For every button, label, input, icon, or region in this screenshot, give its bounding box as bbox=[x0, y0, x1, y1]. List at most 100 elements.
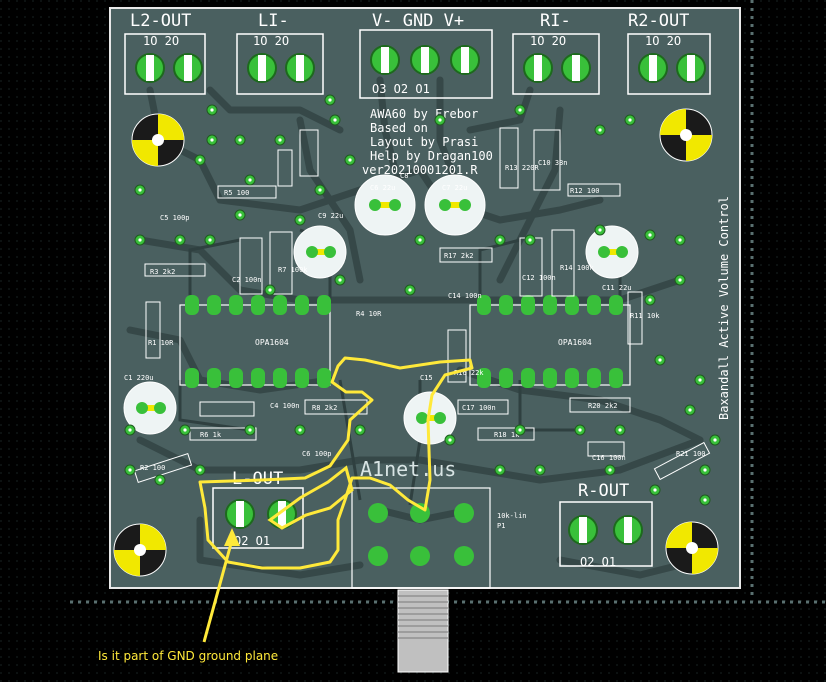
via-hole bbox=[648, 298, 652, 302]
via-hole bbox=[648, 233, 652, 237]
via-hole bbox=[538, 468, 542, 472]
label-c17: C17 100n bbox=[462, 404, 496, 412]
connector-pins: 1O 2O bbox=[143, 34, 179, 48]
label-r5: R5 100 bbox=[224, 189, 249, 197]
ic-pad bbox=[543, 295, 557, 315]
via-hole bbox=[698, 378, 702, 382]
via-hole bbox=[703, 468, 707, 472]
via-hole bbox=[128, 468, 132, 472]
ic-pad bbox=[185, 295, 199, 315]
connector-r-out[interactable]: R-OUT O2 O1 bbox=[559, 481, 653, 569]
title-line-1: AWA60 by Frebor bbox=[370, 107, 478, 121]
ic-pad bbox=[251, 295, 265, 315]
label-r13: R13 220R bbox=[505, 164, 540, 172]
via-hole bbox=[498, 468, 502, 472]
label-r6: R6 1k bbox=[200, 431, 222, 439]
label-r20: R20 2k2 bbox=[588, 402, 618, 410]
via-hole bbox=[183, 428, 187, 432]
label-r18: R18 1k bbox=[494, 431, 520, 439]
label-r8: R8 2k2 bbox=[312, 404, 337, 412]
ic-pad bbox=[609, 368, 623, 388]
via-hole bbox=[138, 188, 142, 192]
connector-label: V- GND V+ bbox=[372, 11, 464, 31]
via-hole bbox=[248, 178, 252, 182]
via-hole bbox=[298, 218, 302, 222]
ic-pads bbox=[185, 295, 623, 388]
ic-pad bbox=[587, 295, 601, 315]
connector-l-out[interactable]: L-OUT O2 O1 bbox=[212, 469, 304, 549]
mounting-hole-top-left bbox=[131, 113, 185, 167]
via-hole bbox=[348, 158, 352, 162]
via-hole bbox=[653, 488, 657, 492]
via-hole bbox=[268, 288, 272, 292]
connector-l2-out[interactable]: L2-OUT 1O 2O bbox=[124, 11, 206, 95]
connector-pins: O3 O2 O1 bbox=[372, 82, 430, 96]
opamp-label: OPA1604 bbox=[558, 338, 592, 347]
capacitor-c9 bbox=[293, 225, 347, 279]
connector-pins: 1O 2O bbox=[530, 34, 566, 48]
label-r2: R2 100 bbox=[140, 464, 165, 472]
label-c4: C4 100n bbox=[270, 402, 300, 410]
label-c11: C11 22u bbox=[602, 284, 632, 292]
label-r7: R7 100k bbox=[278, 266, 308, 274]
label-r4: R4 10R bbox=[356, 310, 382, 318]
connector-label: RI- bbox=[540, 11, 571, 31]
via-hole bbox=[198, 468, 202, 472]
label-c7: C7 22u bbox=[442, 184, 467, 192]
via-hole bbox=[328, 98, 332, 102]
connector-ri[interactable]: RI- 1O 2O bbox=[512, 11, 600, 95]
via-hole bbox=[138, 238, 142, 242]
capacitor-c11 bbox=[585, 225, 639, 279]
via-hole bbox=[518, 428, 522, 432]
via-hole bbox=[333, 118, 337, 122]
component-labels: C5 100p R3 2k2 R5 100 R1 10R C1 220u R4 … bbox=[124, 159, 706, 472]
annotation-outline bbox=[198, 356, 474, 570]
opamp-label: OPA1604 bbox=[255, 338, 289, 347]
connector-label: R2-OUT bbox=[628, 11, 689, 31]
label-c9: C9 22u bbox=[318, 212, 343, 220]
ic-pad bbox=[543, 368, 557, 388]
ic-pad bbox=[273, 368, 287, 388]
annotation-question: Is it part of GND ground plane bbox=[98, 649, 278, 663]
via-hole bbox=[198, 158, 202, 162]
label-c6: C6 22u bbox=[370, 184, 395, 192]
vias bbox=[124, 94, 721, 506]
via-hole bbox=[358, 428, 362, 432]
via-hole bbox=[713, 438, 717, 442]
via-hole bbox=[408, 288, 412, 292]
ic-pad bbox=[565, 368, 579, 388]
connector-label: R-OUT bbox=[578, 481, 629, 501]
label-r17: R17 2k2 bbox=[444, 252, 474, 260]
via-hole bbox=[498, 238, 502, 242]
pot-ref: P1 bbox=[497, 522, 505, 530]
label-c6b: C6 100p bbox=[302, 450, 332, 458]
connector-r2-out[interactable]: R2-OUT 1O 2O bbox=[627, 11, 711, 95]
label-c15: C15 bbox=[420, 374, 433, 382]
potentiometer-p1[interactable]: 10k-lin P1 bbox=[351, 487, 527, 673]
via-hole bbox=[678, 278, 682, 282]
title-line-4: Help by Dragan100 bbox=[370, 149, 493, 163]
mounting-hole-bottom-right bbox=[665, 521, 719, 575]
via-hole bbox=[518, 108, 522, 112]
capacitor-c6 bbox=[354, 174, 416, 236]
via-hole bbox=[678, 238, 682, 242]
connector-power[interactable]: V- GND V+ O3 O2 O1 bbox=[359, 11, 493, 99]
label-r14: R14 100k bbox=[560, 264, 595, 272]
ic-pad bbox=[273, 295, 287, 315]
via-hole bbox=[210, 138, 214, 142]
ic-pad bbox=[229, 295, 243, 315]
ic-pad bbox=[477, 295, 491, 315]
label-c10: C10 33n bbox=[538, 159, 568, 167]
ic-pad bbox=[609, 295, 623, 315]
ic-pad bbox=[587, 368, 601, 388]
label-r16: R16 22k bbox=[454, 369, 484, 377]
ic-pad bbox=[477, 368, 491, 388]
title-line-3: Layout by Prasi bbox=[370, 135, 478, 149]
connector-li[interactable]: LI- 1O 2O bbox=[236, 11, 324, 95]
via-hole bbox=[178, 238, 182, 242]
label-r12: R12 100 bbox=[570, 187, 600, 195]
mounting-hole-bottom-left bbox=[113, 523, 167, 577]
connector-label: L2-OUT bbox=[130, 11, 191, 31]
annotation-arrow bbox=[202, 528, 240, 643]
